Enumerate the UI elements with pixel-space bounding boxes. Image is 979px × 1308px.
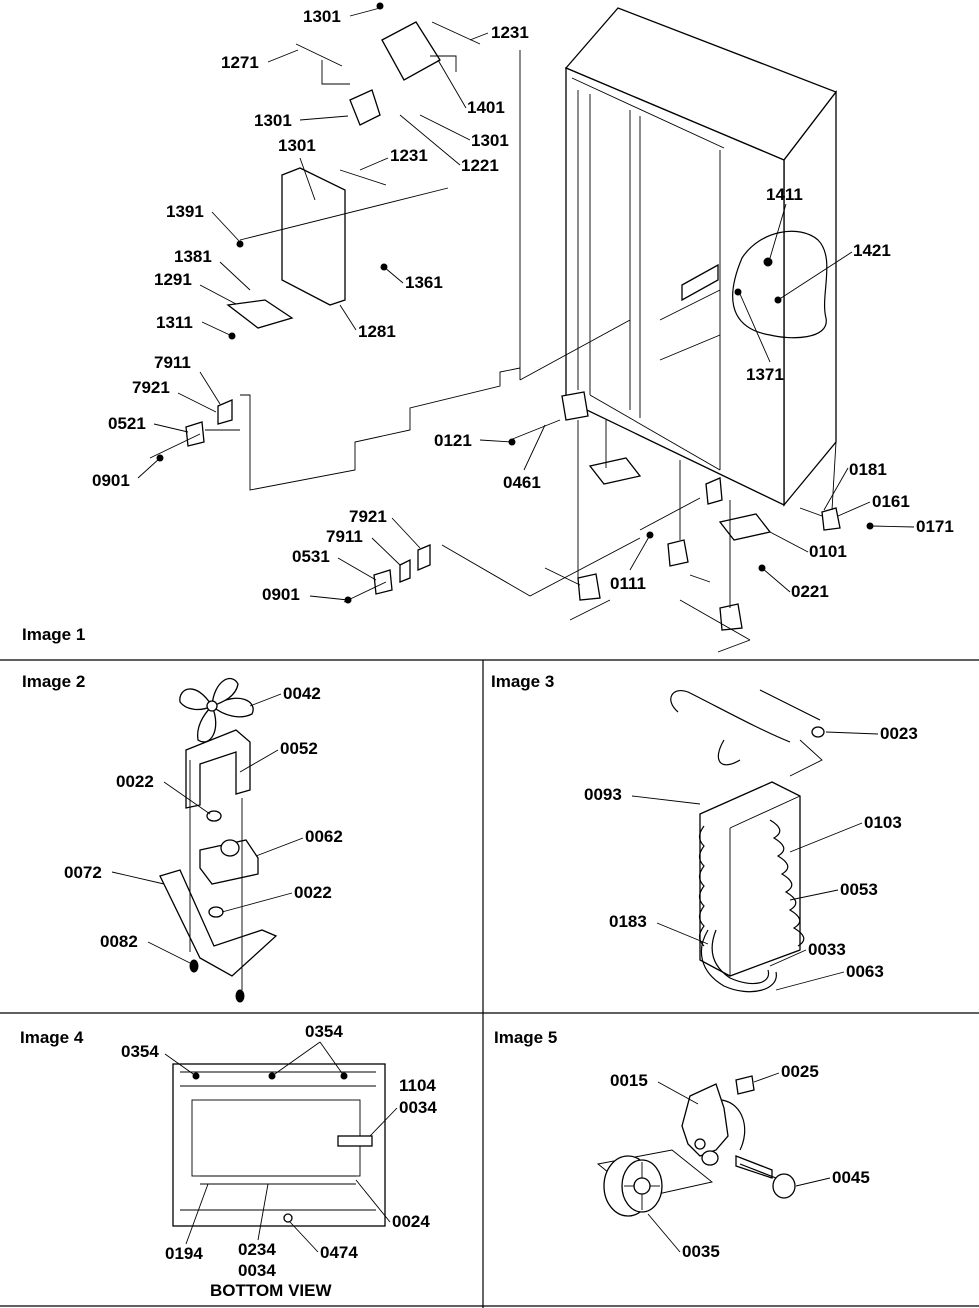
callout-label: 0045 xyxy=(832,1168,870,1187)
callout-label: 1301 xyxy=(278,136,316,155)
callout-label: 0474 xyxy=(320,1243,358,1262)
image-1-callouts: 1301 1231 1271 1401 1301 1301 1221 1301 … xyxy=(92,7,954,604)
callout-label: 0171 xyxy=(916,517,954,536)
callout-label: 0221 xyxy=(791,582,829,601)
callout-label: 0033 xyxy=(808,940,846,959)
callout-label: 1301 xyxy=(303,7,341,26)
image-3-panel: Image 3 0023 0093 0103 0053 0183 0033 00… xyxy=(491,672,918,993)
panel-title: Image 4 xyxy=(20,1028,84,1047)
callout-label: 0082 xyxy=(100,932,138,951)
callout-label: 1401 xyxy=(467,98,505,117)
roller-assembly xyxy=(596,1075,796,1217)
callout-label: 7921 xyxy=(349,507,387,526)
callout-label: 0034 xyxy=(238,1261,276,1280)
callout-label: 1281 xyxy=(358,322,396,341)
callout-label: 1271 xyxy=(221,53,259,72)
callout-label: 1221 xyxy=(461,156,499,175)
callout-label: 7911 xyxy=(154,353,191,372)
callout-label: 0023 xyxy=(880,724,918,743)
callout-label: 0531 xyxy=(292,547,330,566)
callout-label: 0354 xyxy=(305,1022,343,1041)
callout-label: 0072 xyxy=(64,863,102,882)
callout-label: 1311 xyxy=(156,313,193,332)
callout-label: 0181 xyxy=(849,460,887,479)
evaporator-fan-assembly xyxy=(159,678,278,1003)
callout-label: 1104 xyxy=(399,1076,436,1095)
callout-label: 0053 xyxy=(840,880,878,899)
refrigerator-cabinet xyxy=(519,7,838,507)
callout-label: 0111 xyxy=(610,574,646,593)
image-5-callouts: 0015 0025 0045 0035 xyxy=(610,1062,870,1261)
callout-label: 1361 xyxy=(405,273,443,292)
callout-label: 0103 xyxy=(864,813,902,832)
callout-label: 1231 xyxy=(491,23,529,42)
callout-label: 1421 xyxy=(853,241,891,260)
callout-label: 0901 xyxy=(92,471,130,490)
callout-label: 1371 xyxy=(746,365,784,384)
callout-label: 0161 xyxy=(872,492,910,511)
callout-label: 0025 xyxy=(781,1062,819,1081)
callout-label: 0063 xyxy=(846,962,884,981)
callout-label: 0034 xyxy=(399,1098,437,1117)
panel-title: Image 2 xyxy=(22,672,85,691)
callout-label: 0194 xyxy=(165,1244,203,1263)
callout-label: 1301 xyxy=(254,111,292,130)
callout-label: 0093 xyxy=(584,785,622,804)
image-1-panel: Image 1 xyxy=(22,2,954,653)
callout-label: 0354 xyxy=(121,1042,159,1061)
callout-label: 1411 xyxy=(766,185,803,204)
callout-label: 1381 xyxy=(174,247,212,266)
callout-label: 0183 xyxy=(609,912,647,931)
callout-label: 0042 xyxy=(283,684,321,703)
callout-label: 1231 xyxy=(390,146,428,165)
evaporator-coil-assembly xyxy=(670,689,825,993)
image-2-callouts: 0042 0052 0022 0062 0072 0022 0082 xyxy=(64,684,343,965)
image-4-panel: Image 4 0354 0354 1104 0034 0024 0194 02… xyxy=(20,1022,437,1300)
leader-paths xyxy=(205,367,641,597)
panel-title: Image 1 xyxy=(22,625,85,644)
callout-label: 0022 xyxy=(294,883,332,902)
callout-label: 1391 xyxy=(166,202,204,221)
image-1-leaders xyxy=(137,7,915,601)
callout-label: 0101 xyxy=(809,542,847,561)
callout-label: 7911 xyxy=(326,527,363,546)
callout-label: 0035 xyxy=(682,1242,720,1261)
callout-label: 0062 xyxy=(305,827,343,846)
callout-label: 7921 xyxy=(132,378,170,397)
image-5-panel: Image 5 0015 0025 0045 0035 xyxy=(494,1028,870,1261)
caption: BOTTOM VIEW xyxy=(210,1281,332,1300)
callout-label: 1301 xyxy=(471,131,509,150)
panel-title: Image 3 xyxy=(491,672,554,691)
evaporator-cover-assembly xyxy=(226,2,481,340)
callout-label: 0461 xyxy=(503,473,541,492)
hinge-assemblies xyxy=(149,391,874,653)
callout-label: 0521 xyxy=(108,414,146,433)
callout-label: 0901 xyxy=(262,585,300,604)
callout-label: 0024 xyxy=(392,1212,430,1231)
callout-label: 1291 xyxy=(154,270,192,289)
callout-label: 0121 xyxy=(434,431,472,450)
callout-label: 0052 xyxy=(280,739,318,758)
panel-title: Image 5 xyxy=(494,1028,557,1047)
image-2-panel: Image 2 0042 0052 0022 0062 0072 0022 xyxy=(22,672,343,1003)
callout-label: 0015 xyxy=(610,1071,648,1090)
cabinet-bottom-view xyxy=(172,1063,386,1227)
callout-label: 0234 xyxy=(238,1240,276,1259)
callout-label: 0022 xyxy=(116,772,154,791)
panel-grid xyxy=(0,659,979,1308)
image-4-callouts: 0354 0354 1104 0034 0024 0194 0234 0034 … xyxy=(121,1022,437,1300)
image-3-callouts: 0023 0093 0103 0053 0183 0033 0063 xyxy=(584,724,918,991)
water-tube-loop xyxy=(732,230,828,339)
